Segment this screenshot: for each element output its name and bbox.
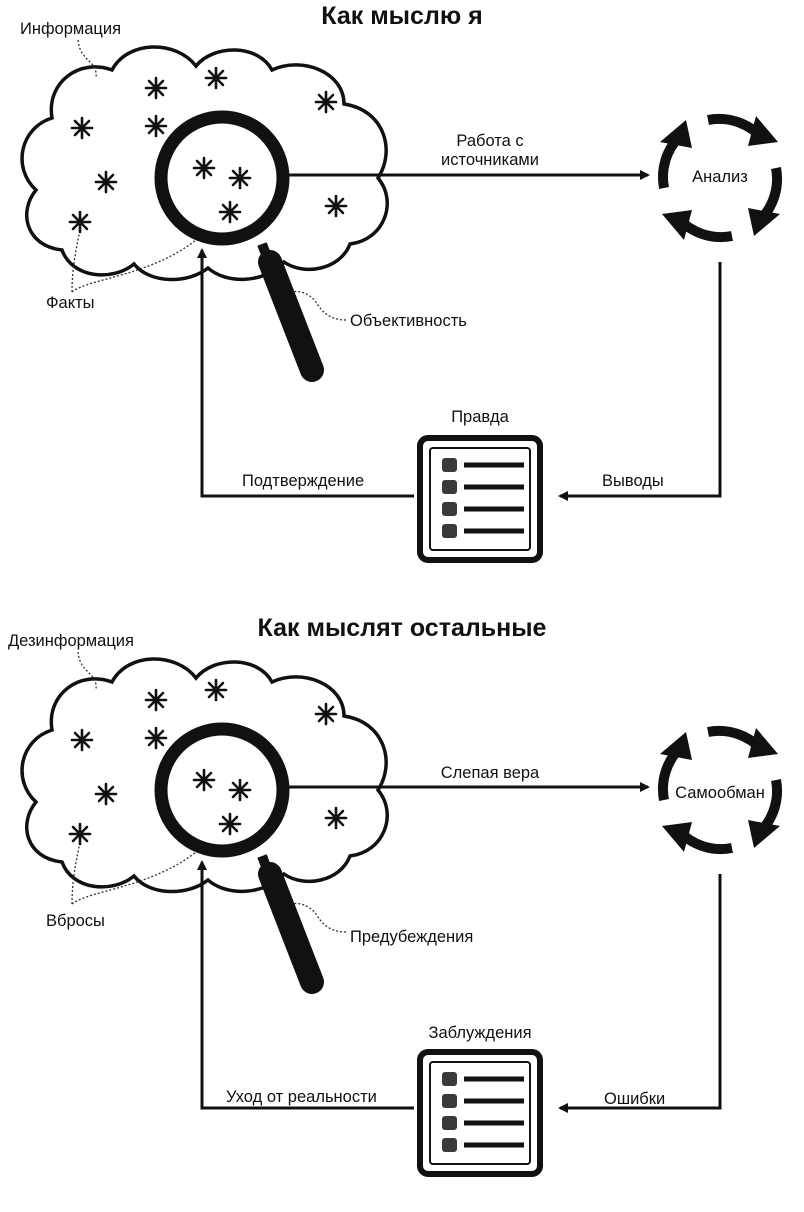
diagram-panel-mine: Как мыслю я Информация Факты Объективнос… (0, 0, 804, 600)
arrow-back-label: Уход от реальности (226, 1088, 377, 1106)
cloud-label-leader (77, 39, 97, 79)
arrow-right-label-line2: источниками (441, 151, 539, 169)
cloud-label: Дезинформация (8, 632, 134, 650)
arrow-to-delusions (558, 874, 722, 1113)
star-icon (204, 678, 228, 702)
lens-label: Предубеждения (350, 928, 474, 946)
cycle-arrows-icon (657, 113, 783, 243)
diagram-drawing (20, 39, 783, 563)
star-icon (70, 116, 94, 140)
document-label: Заблуждения (428, 1024, 532, 1042)
arrow-back-label: Подтверждение (242, 472, 365, 490)
magnifier-icon (154, 722, 324, 994)
star-icon (228, 778, 252, 802)
star-icon (314, 90, 338, 114)
diagram-panel-others: Как мыслят остальные Дезинформация Вброс… (0, 612, 804, 1212)
star-icon (324, 806, 348, 830)
arrow-down-label: Ошибки (604, 1090, 666, 1108)
star-icon (218, 200, 242, 224)
star-icon (204, 66, 228, 90)
lens-label: Объективность (350, 312, 467, 330)
lens-label-leader (291, 290, 347, 321)
document-label: Правда (451, 408, 509, 426)
star-icon (144, 726, 168, 750)
star-icon (94, 170, 118, 194)
arrow-right-label: Работа с источниками (420, 132, 560, 170)
arrow-back-to-cloud (197, 860, 414, 1110)
arrow-right-label: Слепая вера (410, 764, 570, 783)
cycle-label: Самообман (675, 784, 765, 802)
star-icon (218, 812, 242, 836)
star-icon (324, 194, 348, 218)
star-icons (68, 66, 348, 234)
star-icon (144, 114, 168, 138)
diagram-drawing (20, 651, 783, 1177)
document-list-icon (417, 435, 543, 563)
document-list-icon (417, 1049, 543, 1177)
arrow-right-label-line1: Работа с (456, 132, 524, 150)
star-icon (228, 166, 252, 190)
star-icon (94, 782, 118, 806)
lens-label-leader (291, 902, 347, 933)
arrow-to-conclusions (558, 262, 722, 501)
star-icon (144, 688, 168, 712)
stars-leader (71, 841, 81, 905)
star-icon (192, 156, 216, 180)
cycle-arrows-icon (657, 725, 783, 855)
star-icon (192, 768, 216, 792)
stars-leader (71, 851, 197, 905)
arrow-down-label: Выводы (602, 472, 664, 490)
diagram-title: Как мыслят остальные (257, 614, 547, 642)
diagram-title: Как мыслю я (321, 2, 483, 30)
cloud-label-leader (77, 651, 97, 691)
facts-leader (71, 239, 197, 293)
arrow-right-label-line1: Слепая вера (440, 764, 540, 782)
arrow-back-to-cloud (197, 248, 414, 498)
cycle-label: Анализ (692, 168, 748, 186)
facts-leader (71, 229, 81, 293)
stars-label: Вбросы (46, 912, 105, 930)
magnifier-icon (154, 110, 324, 382)
cloud-label: Информация (20, 20, 122, 38)
star-icon (68, 822, 92, 846)
stars-label: Факты (46, 294, 95, 312)
star-icons (68, 678, 348, 846)
star-icon (144, 76, 168, 100)
star-icon (314, 702, 338, 726)
star-icon (68, 210, 92, 234)
star-icon (70, 728, 94, 752)
